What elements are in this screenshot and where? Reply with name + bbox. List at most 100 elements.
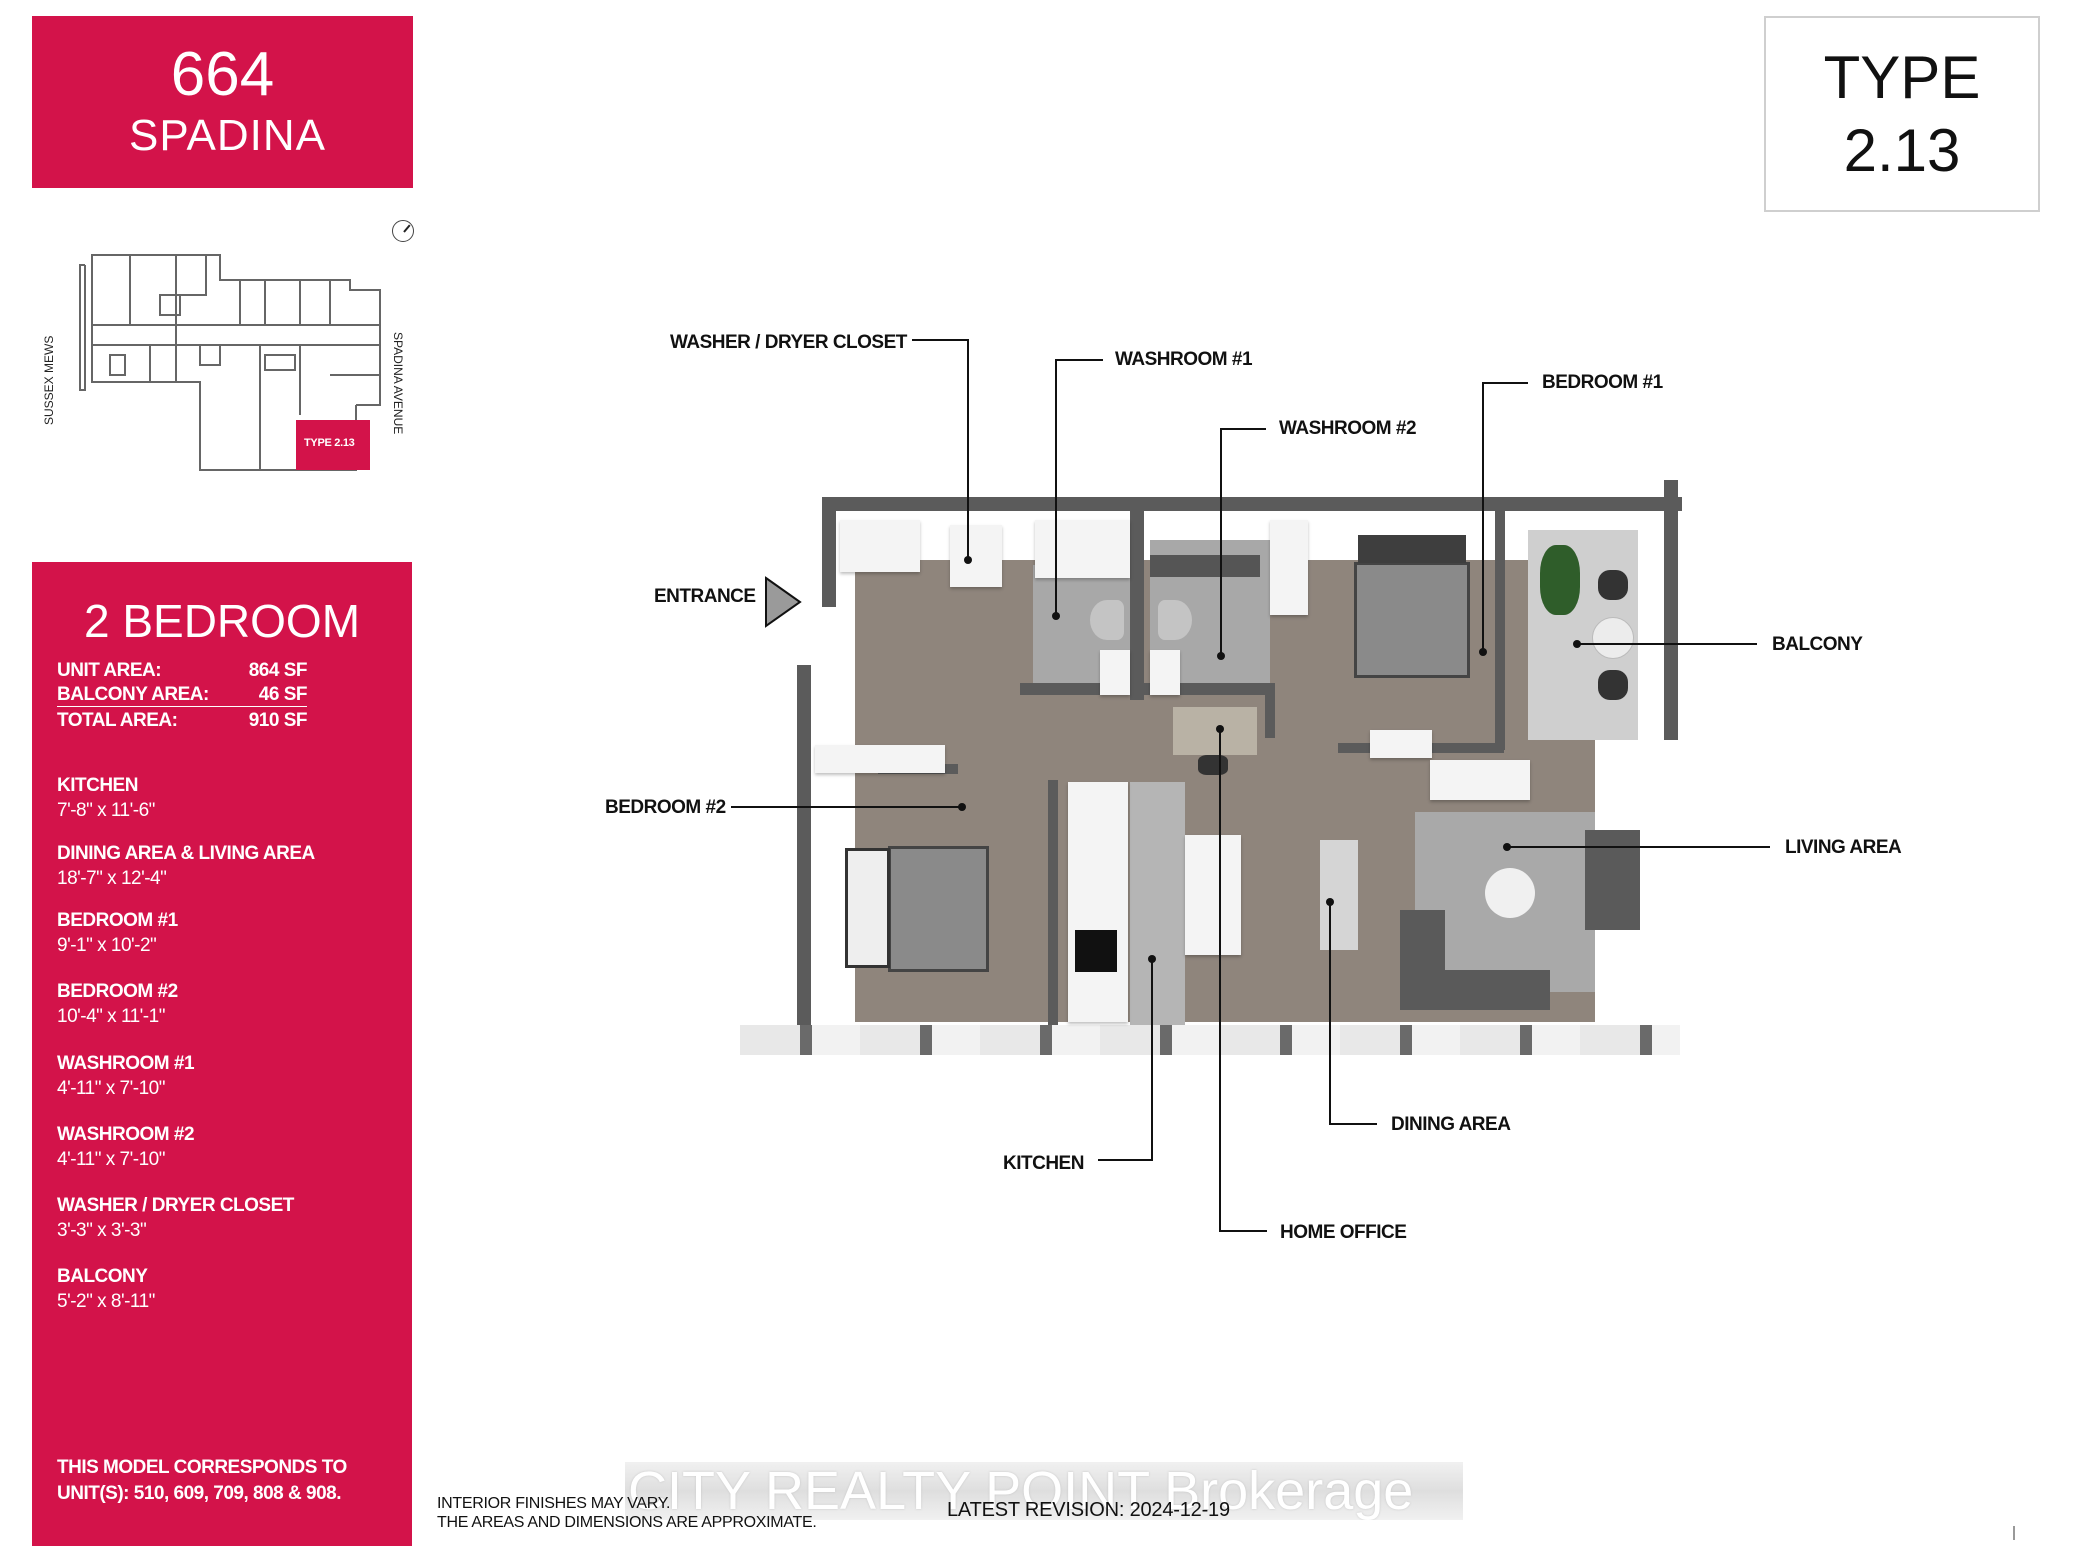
room-dimensions: 3'-3" x 3'-3"	[57, 1220, 147, 1241]
leader-dot	[1479, 648, 1487, 656]
room-name: BALCONY	[57, 1266, 148, 1287]
leader-line	[1220, 428, 1266, 430]
room-dimensions: 10'-4" x 11'-1"	[57, 1006, 165, 1027]
leader-line	[1577, 643, 1757, 645]
callout-bedroom-1: BEDROOM #1	[1542, 372, 1663, 393]
vanity-icon	[1150, 650, 1180, 695]
units-line-2: UNIT(S): 510, 609, 709, 808 & 908.	[57, 1483, 341, 1504]
callout-home-office: HOME OFFICE	[1280, 1222, 1407, 1243]
room-name: WASHER / DRYER CLOSET	[57, 1195, 294, 1216]
plant-icon	[1540, 545, 1580, 615]
leader-line	[1219, 729, 1221, 1232]
wall	[822, 497, 836, 607]
leader-line	[1482, 382, 1528, 384]
room-spec-bedroom-2: BEDROOM #2 10'-4" x 11'-1"	[57, 980, 178, 1030]
bedroom-count-title: 2 BEDROOM	[83, 595, 361, 647]
corresponding-units: THIS MODEL CORRESPONDS TO UNIT(S): 510, …	[57, 1455, 347, 1507]
room-name: WASHROOM #2	[57, 1124, 195, 1145]
room-spec-bedroom-1: BEDROOM #1 9'-1" x 10'-2"	[57, 909, 178, 959]
leader-line	[1055, 359, 1103, 361]
closet-shelf	[1270, 520, 1308, 615]
room-spec-balcony: BALCONY 5'-2" x 8'-11"	[57, 1265, 155, 1315]
kitchen-left-wall	[1048, 780, 1058, 1040]
shower-icon	[1150, 555, 1260, 577]
room-spec-kitchen: KITCHEN 7'-8" x 11'-6"	[57, 774, 155, 824]
leader-line	[912, 339, 968, 341]
dining-table-icon	[1320, 840, 1358, 950]
bed-icon	[1354, 562, 1470, 678]
leader-dot	[958, 803, 966, 811]
home-office-desk-icon	[1173, 707, 1257, 755]
room-name: BEDROOM #1	[57, 910, 178, 931]
leader-dot	[1052, 612, 1060, 620]
leader-line	[1329, 902, 1331, 1125]
callout-washroom-1: WASHROOM #1	[1115, 349, 1253, 370]
room-dimensions: 4'-11" x 7'-10"	[57, 1078, 165, 1099]
brokerage-watermark: CITY REALTY POINT Brokerage	[625, 1462, 1463, 1520]
dresser-icon	[1370, 730, 1432, 758]
building-floor-outline-icon	[79, 254, 381, 471]
area-label: TOTAL AREA:	[57, 710, 178, 731]
exterior-wall-left	[797, 665, 811, 1045]
callout-bedroom-2: BEDROOM #2	[605, 797, 726, 818]
toilet-icon	[1090, 600, 1124, 640]
room-dimensions: 4'-11" x 7'-10"	[57, 1149, 165, 1170]
callout-balcony: BALCONY	[1772, 634, 1863, 655]
washer-dryer-icon	[950, 525, 1002, 587]
entrance-arrow-icon	[765, 576, 802, 628]
bedroom-1-right-wall	[1495, 510, 1505, 750]
leader-dot	[1217, 652, 1225, 660]
kitchen-counter-icon	[1068, 782, 1128, 1022]
wall	[1265, 683, 1275, 738]
unit-type-label: TYPE	[1823, 44, 1981, 111]
headboard-icon	[845, 848, 890, 968]
room-spec-washroom-1: WASHROOM #1 4'-11" x 7'-10"	[57, 1052, 195, 1102]
units-line-1: THIS MODEL CORRESPONDS TO	[57, 1457, 347, 1478]
chair-icon	[1598, 670, 1628, 700]
area-value: 910 SF	[248, 710, 308, 731]
headboard-icon	[1358, 535, 1466, 563]
key-plan: SUSSEX MEWS SPADINA AVENUE TYPE 2.1	[42, 215, 430, 475]
room-spec-dining-living: DINING AREA & LIVING AREA 18'-7" x 12'-4…	[57, 842, 315, 892]
unit-info-panel: 2 BEDROOM UNIT AREA: 864 SF BALCONY AREA…	[32, 562, 412, 1546]
leader-line	[967, 339, 969, 561]
cooktop-icon	[1075, 930, 1117, 972]
disclaimer: INTERIOR FINISHES MAY VARY. THE AREAS AN…	[437, 1494, 817, 1532]
leader-line	[1482, 382, 1484, 652]
disclaimer-line-2: THE AREAS AND DIMENSIONS ARE APPROXIMATE…	[437, 1514, 817, 1531]
key-plan-highlight-label: TYPE 2.13	[304, 437, 355, 449]
leader-line	[1507, 846, 1770, 848]
bathtub-icon	[1035, 520, 1130, 578]
leader-dot	[964, 556, 972, 564]
leader-line	[1151, 959, 1153, 1161]
exterior-wall-top	[822, 497, 1682, 511]
bed-icon	[888, 846, 989, 972]
building-number: 664	[170, 40, 275, 109]
room-name: KITCHEN	[57, 775, 138, 796]
closet-shelf	[840, 520, 920, 572]
area-row-total: TOTAL AREA: 910 SF	[57, 710, 308, 732]
area-row-balcony: BALCONY AREA: 46 SF	[57, 684, 308, 707]
leader-line	[731, 806, 963, 808]
coffee-table-icon	[1485, 868, 1535, 918]
room-dimensions: 7'-8" x 11'-6"	[57, 800, 155, 821]
toilet-icon	[1158, 600, 1192, 640]
washroom-divider-wall	[1130, 510, 1144, 700]
armchair-icon	[1585, 830, 1640, 930]
room-dimensions: 9'-1" x 10'-2"	[57, 935, 157, 956]
room-dimensions: 18'-7" x 12'-4"	[57, 868, 167, 889]
page-mark	[2013, 1526, 2015, 1540]
office-chair-icon	[1198, 755, 1228, 775]
vanity-icon	[1100, 650, 1130, 695]
entrance-label: ENTRANCE	[654, 586, 756, 607]
area-label: BALCONY AREA:	[57, 684, 209, 705]
kitchen-island-icon	[1185, 835, 1241, 955]
area-value: 864 SF	[248, 660, 308, 681]
revision-date: LATEST REVISION: 2024-12-19	[947, 1499, 1230, 1521]
room-name: BEDROOM #2	[57, 981, 178, 1002]
callout-kitchen: KITCHEN	[1003, 1153, 1084, 1174]
room-spec-washer-dryer: WASHER / DRYER CLOSET 3'-3" x 3'-3"	[57, 1194, 294, 1244]
area-value: 46 SF	[258, 684, 308, 705]
leader-line	[1329, 1123, 1377, 1125]
